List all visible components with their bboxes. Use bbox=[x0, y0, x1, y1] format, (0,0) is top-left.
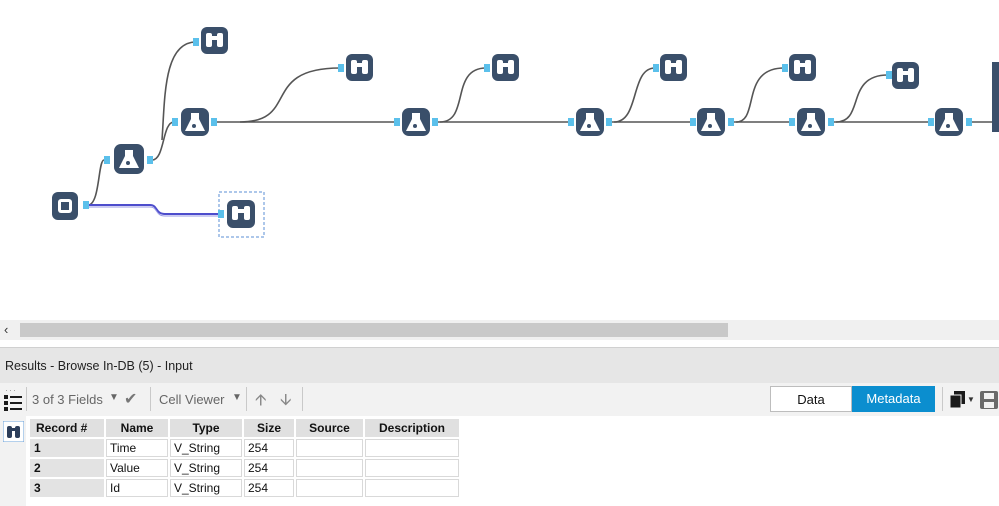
formula-in-db-tool[interactable] bbox=[789, 108, 834, 136]
connection[interactable] bbox=[161, 41, 197, 141]
results-side-strip bbox=[0, 416, 26, 506]
list-icon[interactable] bbox=[4, 394, 22, 412]
toolbar-separator bbox=[942, 387, 943, 411]
scroll-left-icon[interactable]: ‹ bbox=[4, 322, 9, 337]
selected-connection-shadow bbox=[88, 206, 220, 217]
connection[interactable] bbox=[735, 67, 785, 123]
field-description[interactable] bbox=[365, 459, 459, 477]
browse-in-db-icon bbox=[892, 62, 919, 89]
workflow-diagram bbox=[52, 27, 999, 238]
table-header-row: Record # Name Type Size Source Descripti… bbox=[30, 419, 459, 437]
column-header-type[interactable]: Type bbox=[170, 419, 242, 437]
scrollbar-thumb[interactable] bbox=[20, 323, 728, 337]
connection[interactable] bbox=[87, 159, 105, 206]
record-number: 3 bbox=[30, 479, 104, 497]
browse-in-db-icon bbox=[201, 27, 228, 54]
record-number: 2 bbox=[30, 459, 104, 477]
column-header-name[interactable]: Name bbox=[106, 419, 168, 437]
canvas-horizontal-scrollbar[interactable]: ‹ bbox=[0, 320, 999, 340]
browse-in-db-icon bbox=[227, 200, 255, 228]
connection[interactable] bbox=[613, 67, 656, 123]
field-name[interactable]: Time bbox=[106, 439, 168, 457]
binoculars-icon[interactable] bbox=[3, 421, 24, 442]
browse-in-db-tool[interactable] bbox=[484, 54, 519, 81]
browse-in-db-icon bbox=[789, 54, 816, 81]
arrow-up-icon[interactable]: 🡩 bbox=[255, 392, 267, 409]
browse-in-db-tool[interactable] bbox=[886, 62, 919, 89]
formula-in-db-tool[interactable] bbox=[394, 108, 438, 136]
connection[interactable] bbox=[151, 121, 175, 161]
metadata-table: Record # Name Type Size Source Descripti… bbox=[28, 417, 461, 499]
field-name[interactable]: Value bbox=[106, 459, 168, 477]
connection[interactable] bbox=[835, 74, 889, 123]
formula-in-db-tool[interactable] bbox=[172, 108, 217, 136]
partial-tool[interactable] bbox=[992, 62, 999, 132]
selected-connection[interactable] bbox=[88, 204, 220, 215]
connect-in-db-tool[interactable] bbox=[52, 192, 89, 220]
field-size[interactable]: 254 bbox=[244, 459, 294, 477]
column-header-size[interactable]: Size bbox=[244, 419, 294, 437]
toolbar-separator bbox=[26, 387, 27, 411]
column-header-description[interactable]: Description bbox=[365, 419, 459, 437]
fields-dropdown-icon[interactable]: ▼ bbox=[109, 392, 119, 403]
field-source[interactable] bbox=[296, 479, 363, 497]
formula-in-db-tool[interactable] bbox=[928, 108, 972, 136]
toolbar-separator bbox=[150, 387, 151, 411]
copy-dropdown-icon[interactable]: ▼ bbox=[967, 395, 975, 404]
field-size[interactable]: 254 bbox=[244, 439, 294, 457]
field-source[interactable] bbox=[296, 439, 363, 457]
results-panel-title: Results - Browse In-DB (5) - Input bbox=[5, 359, 193, 373]
field-description[interactable] bbox=[365, 479, 459, 497]
field-name[interactable]: Id bbox=[106, 479, 168, 497]
record-number: 1 bbox=[30, 439, 104, 457]
arrow-down-icon[interactable]: 🡫 bbox=[280, 392, 292, 409]
field-type[interactable]: V_String bbox=[170, 459, 242, 477]
field-description[interactable] bbox=[365, 439, 459, 457]
cell-viewer-dropdown-icon[interactable]: ▼ bbox=[232, 392, 242, 403]
table-row[interactable]: 1 Time V_String 254 bbox=[30, 439, 459, 457]
connection[interactable] bbox=[239, 67, 341, 123]
browse-in-db-tool[interactable] bbox=[782, 54, 816, 81]
browse-in-db-tool[interactable] bbox=[653, 54, 687, 81]
drag-handle[interactable]: ··· bbox=[5, 385, 17, 395]
connections bbox=[87, 41, 999, 206]
results-panel-header: Results - Browse In-DB (5) - Input bbox=[0, 347, 999, 384]
save-icon[interactable] bbox=[980, 391, 998, 409]
cell-viewer-selector[interactable]: Cell Viewer bbox=[159, 392, 225, 407]
column-header-source[interactable]: Source bbox=[296, 419, 363, 437]
field-size[interactable]: 254 bbox=[244, 479, 294, 497]
results-toolbar: ··· 3 of 3 Fields ▼ ✔ Cell Viewer ▼ 🡩 🡫 … bbox=[0, 383, 999, 416]
browse-in-db-icon bbox=[660, 54, 687, 81]
toolbar-separator bbox=[246, 387, 247, 411]
table-row[interactable]: 3 Id V_String 254 bbox=[30, 479, 459, 497]
browse-in-db-tool[interactable] bbox=[193, 27, 228, 54]
fields-selector[interactable]: 3 of 3 Fields bbox=[32, 392, 103, 407]
table-row[interactable]: 2 Value V_String 254 bbox=[30, 459, 459, 477]
copy-icon[interactable] bbox=[950, 391, 966, 409]
data-view-button[interactable]: Data bbox=[770, 386, 852, 412]
connection[interactable] bbox=[439, 67, 487, 123]
formula-in-db-tool[interactable] bbox=[690, 108, 734, 136]
field-type[interactable]: V_String bbox=[170, 439, 242, 457]
field-source[interactable] bbox=[296, 459, 363, 477]
column-header-record[interactable]: Record # bbox=[30, 419, 104, 437]
toolbar-separator bbox=[302, 387, 303, 411]
formula-in-db-tool[interactable] bbox=[568, 108, 612, 136]
formula-in-db-tool[interactable] bbox=[104, 144, 153, 174]
browse-in-db-tool[interactable] bbox=[338, 54, 373, 81]
check-icon[interactable]: ✔ bbox=[124, 391, 138, 408]
workflow-canvas[interactable] bbox=[0, 0, 999, 320]
metadata-view-button[interactable]: Metadata bbox=[852, 386, 935, 412]
browse-in-db-icon bbox=[492, 54, 519, 81]
browse-in-db-icon bbox=[346, 54, 373, 81]
browse-in-db-tool-selected[interactable] bbox=[218, 191, 265, 238]
field-type[interactable]: V_String bbox=[170, 479, 242, 497]
